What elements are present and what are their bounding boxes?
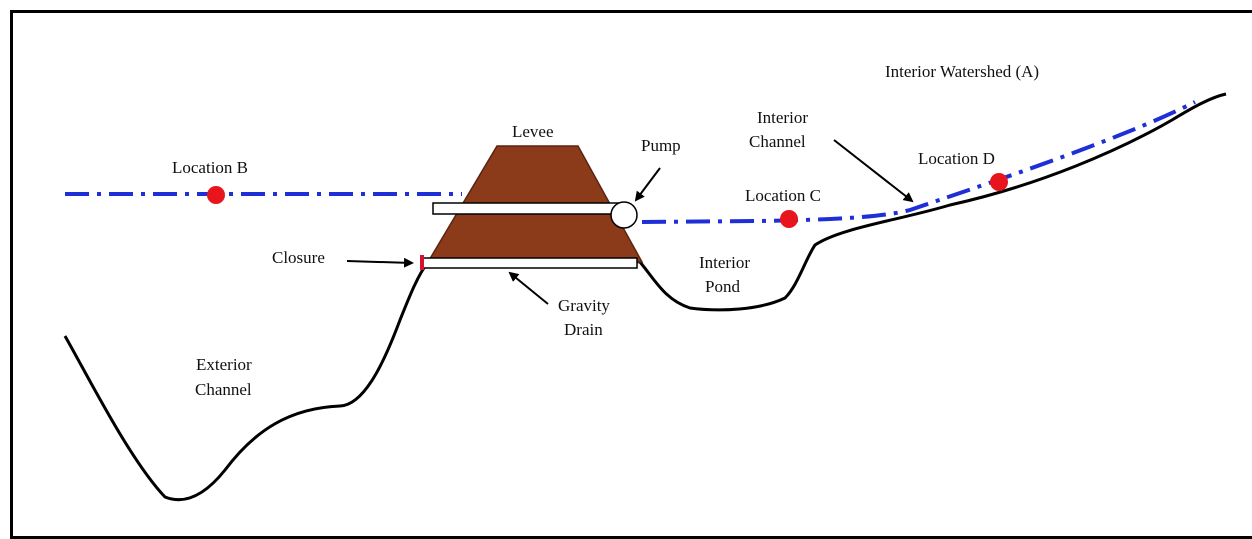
- gravity-drain-pipe: [421, 257, 638, 269]
- location-b-marker: [207, 186, 225, 204]
- interior-watershed-label: Interior Watershed (A): [885, 62, 1039, 81]
- interior-water-line: [641, 100, 1196, 224]
- closure-arrow: [346, 257, 414, 268]
- pump: [610, 201, 638, 229]
- gravity-drain-arrow: [508, 271, 549, 305]
- pump-pipe: [432, 202, 626, 215]
- gravity-drain-label-line2: Drain: [564, 320, 603, 339]
- interior-channel-arrow: [833, 139, 914, 203]
- closure-marker: [420, 255, 424, 270]
- levee-label: Levee: [512, 122, 554, 141]
- pump-arrow: [634, 167, 661, 202]
- exterior-channel-label-line2: Channel: [195, 380, 252, 399]
- location-b-label: Location B: [172, 158, 248, 177]
- diagram-frame: [10, 10, 1252, 539]
- exterior-channel-label-line1: Exterior: [196, 355, 252, 374]
- closure-label: Closure: [272, 248, 325, 267]
- gravity-drain-label-line1: Gravity: [558, 296, 610, 315]
- location-c-label: Location C: [745, 186, 821, 205]
- interior-pond-label-line1: Interior: [699, 253, 750, 272]
- location-d-marker: [990, 173, 1008, 191]
- location-d-label: Location D: [918, 149, 995, 168]
- pump-label: Pump: [641, 136, 681, 155]
- interior-channel-label-line1: Interior: [757, 108, 808, 127]
- interior-channel-label-line2: Channel: [749, 132, 806, 151]
- interior-pond-label-line2: Pond: [705, 277, 740, 296]
- location-c-marker: [780, 210, 798, 228]
